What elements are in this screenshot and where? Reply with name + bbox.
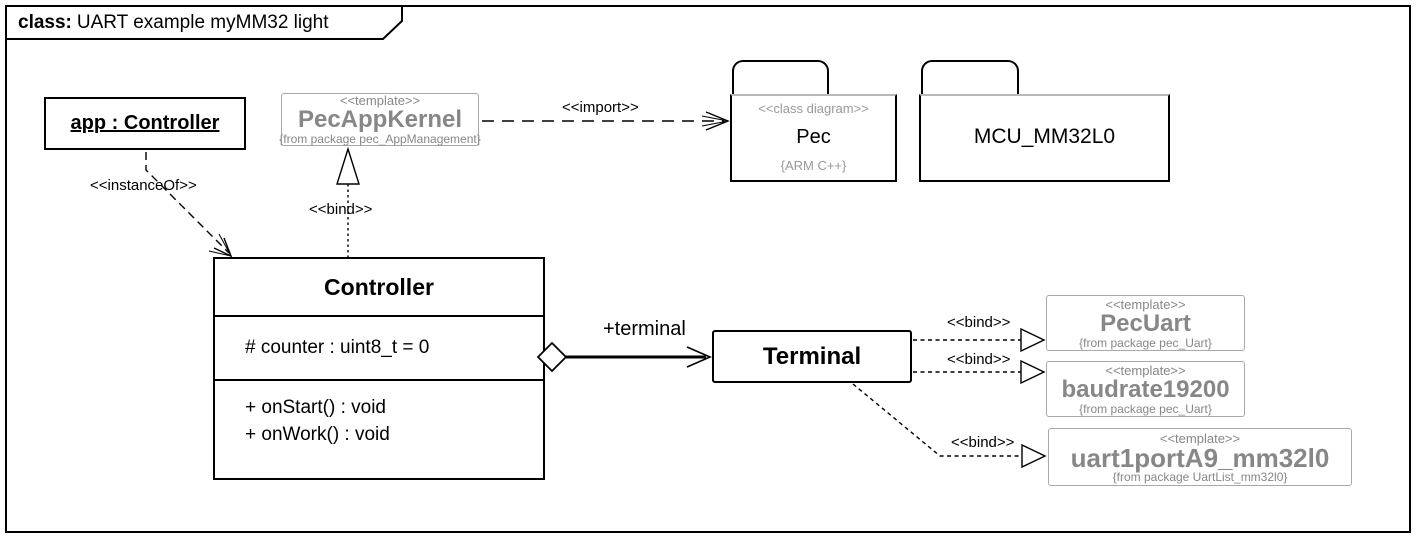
attribute-counter: # counter : uint8_t = 0 — [245, 337, 430, 358]
edge-label-instanceof: <<instanceOf>> — [90, 177, 197, 194]
from-package-label: {from package pec_Uart} — [1079, 335, 1212, 350]
stereotype-label: <<class diagram>> — [758, 101, 869, 116]
from-package-label: {from package pec_AppManagement} — [279, 132, 481, 146]
edge-label-import: <<import>> — [562, 99, 639, 116]
template-name: baudrate19200 — [1061, 375, 1230, 403]
edge-label-bind-pecuart: <<bind>> — [947, 314, 1011, 331]
template-name: uart1portA9_mm32l0 — [1070, 442, 1330, 473]
package-name: MCU_MM32L0 — [973, 125, 1116, 148]
class-name: Terminal — [762, 342, 862, 370]
package-tab — [921, 60, 1019, 96]
edge-label-bind-kernel: <<bind>> — [309, 201, 373, 218]
stereotype-label: <<template>> — [1159, 430, 1241, 446]
template-name: PecUart — [1100, 309, 1191, 337]
package-tab — [732, 60, 829, 96]
diagram-frame — [5, 5, 1411, 533]
stereotype-label: <<template>> — [1105, 296, 1186, 312]
from-package-label: {from package pec_Uart} — [1079, 401, 1212, 416]
edge-label-terminal-role: +terminal — [603, 318, 686, 341]
operation-onwork: + onWork() : void — [245, 424, 390, 445]
package-name: Pec — [796, 125, 831, 148]
class-name-compartment: Controller — [215, 259, 543, 317]
object-node-app-controller[interactable]: app : Controller — [44, 97, 246, 150]
template-name: PecAppKernel — [297, 106, 463, 133]
template-node-uart1porta9[interactable]: <<template>> uart1portA9_mm32l0 {from pa… — [1048, 428, 1352, 486]
class-node-controller[interactable]: Controller # counter : uint8_t = 0 + onS… — [213, 257, 545, 480]
diagram-title: class:UART example myMM32 light — [18, 12, 329, 34]
stereotype-label: <<template>> — [1105, 362, 1186, 378]
diagram-title-text: UART example myMM32 light — [76, 12, 329, 33]
template-node-pecuart[interactable]: <<template>> PecUart {from package pec_U… — [1046, 295, 1245, 351]
from-package-label: {from package UartList_mm32l0} — [1112, 469, 1288, 484]
template-node-pecappkernel[interactable]: <<template>> PecAppKernel {from package … — [279, 93, 481, 146]
attributes-compartment: # counter : uint8_t = 0 — [215, 317, 543, 381]
stereotype-label: <<template>> — [339, 93, 421, 108]
edge-label-bind-uart1: <<bind>> — [951, 434, 1015, 451]
operation-onstart: + onStart() : void — [245, 397, 386, 418]
language-tag: {ARM C++} — [780, 158, 847, 173]
template-node-baudrate19200[interactable]: <<template>> baudrate19200 {from package… — [1046, 361, 1245, 417]
object-name: app : Controller — [70, 112, 220, 134]
class-name: Controller — [324, 273, 434, 300]
package-body: <<class diagram>> Pec {ARM C++} — [730, 94, 897, 182]
class-node-terminal[interactable]: Terminal — [712, 330, 912, 383]
edge-label-bind-baudrate: <<bind>> — [947, 351, 1011, 368]
operations-compartment: + onStart() : void + onWork() : void — [215, 381, 543, 478]
diagram-title-keyword: class: — [18, 12, 72, 33]
package-body: MCU_MM32L0 — [919, 94, 1170, 182]
